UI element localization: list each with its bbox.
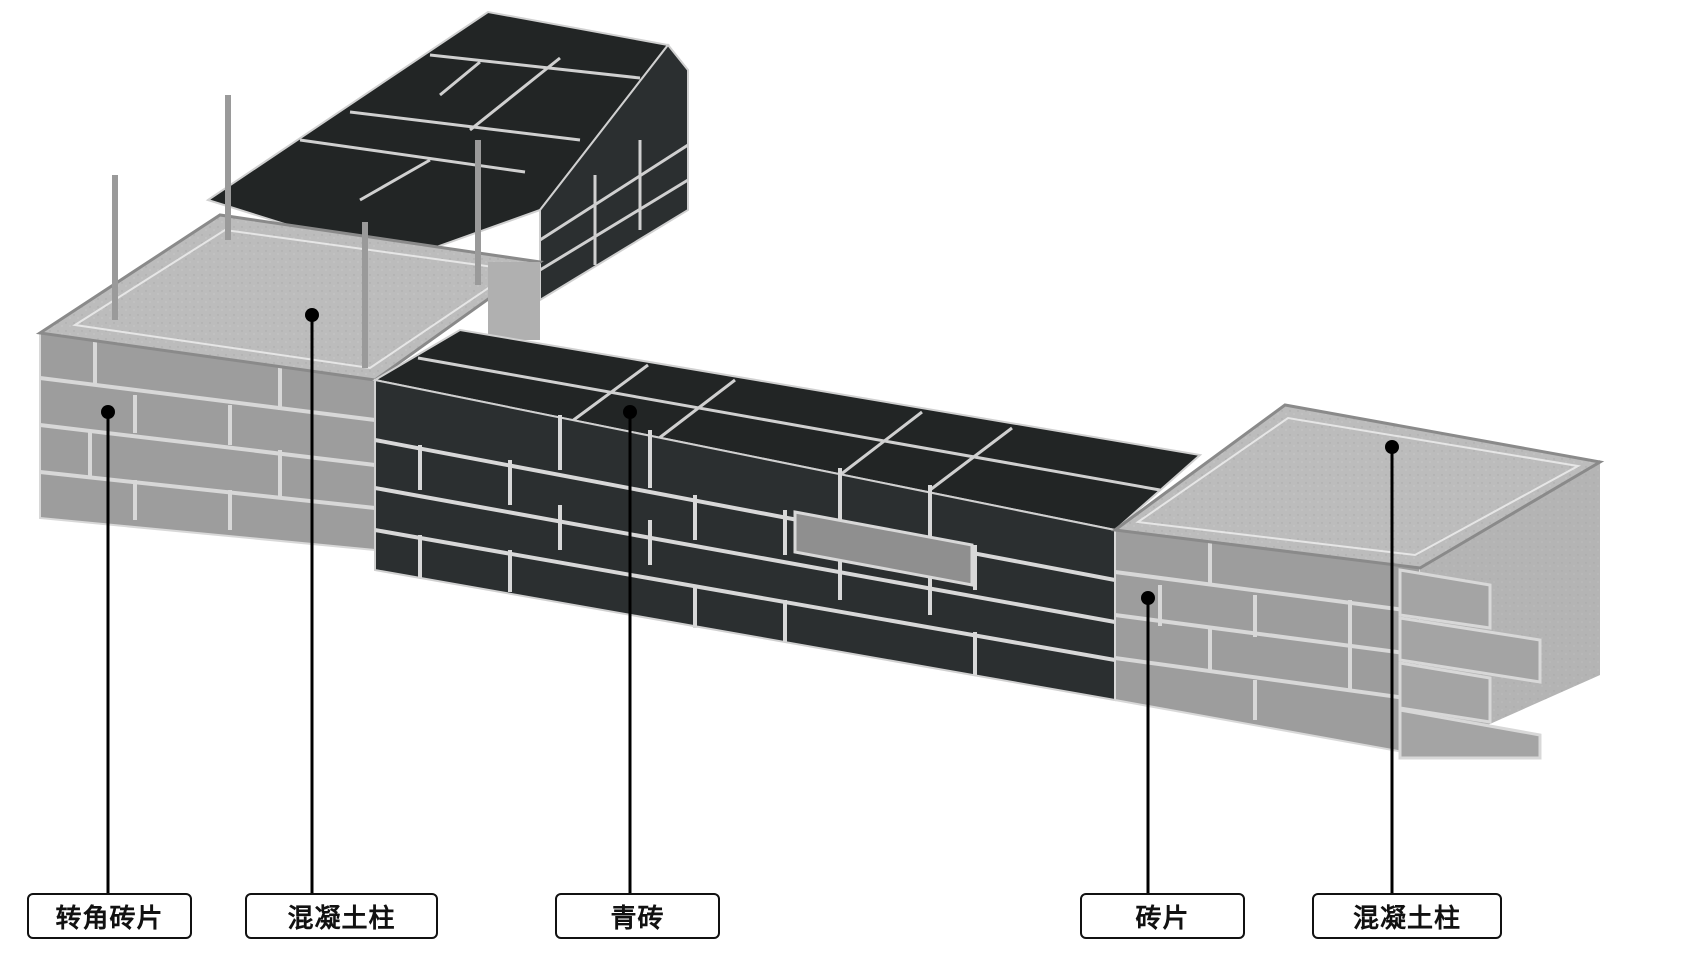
label-concrete-column-right: 混凝土柱 [1312, 893, 1502, 939]
blue-brick-wall [372, 328, 1203, 702]
label-concrete-column-left: 混凝土柱 [245, 893, 438, 939]
leader-lines [101, 308, 1399, 895]
leader-dot-concrete-right [1385, 440, 1399, 454]
right-concrete-top [1111, 403, 1605, 570]
label-corner-brick-tile: 转角砖片 [27, 893, 192, 939]
label-blue-brick-text: 青砖 [610, 903, 665, 934]
label-corner-brick-tile-text: 转角砖片 [55, 903, 164, 934]
leader-dot-concrete-left [305, 308, 319, 322]
label-brick-tile: 砖片 [1080, 893, 1245, 939]
leader-dot-corner-brick [101, 405, 115, 419]
label-concrete-column-right-text: 混凝土柱 [1352, 903, 1461, 934]
right-column [1111, 403, 1605, 760]
left-column [35, 95, 544, 552]
label-blue-brick: 青砖 [555, 893, 720, 939]
leader-dot-blue-brick [623, 405, 637, 419]
leader-dot-brick-tile [1141, 591, 1155, 605]
back-wall [205, 10, 689, 302]
label-brick-tile-text: 砖片 [1135, 903, 1190, 934]
label-concrete-column-left-text: 混凝土柱 [287, 903, 396, 934]
